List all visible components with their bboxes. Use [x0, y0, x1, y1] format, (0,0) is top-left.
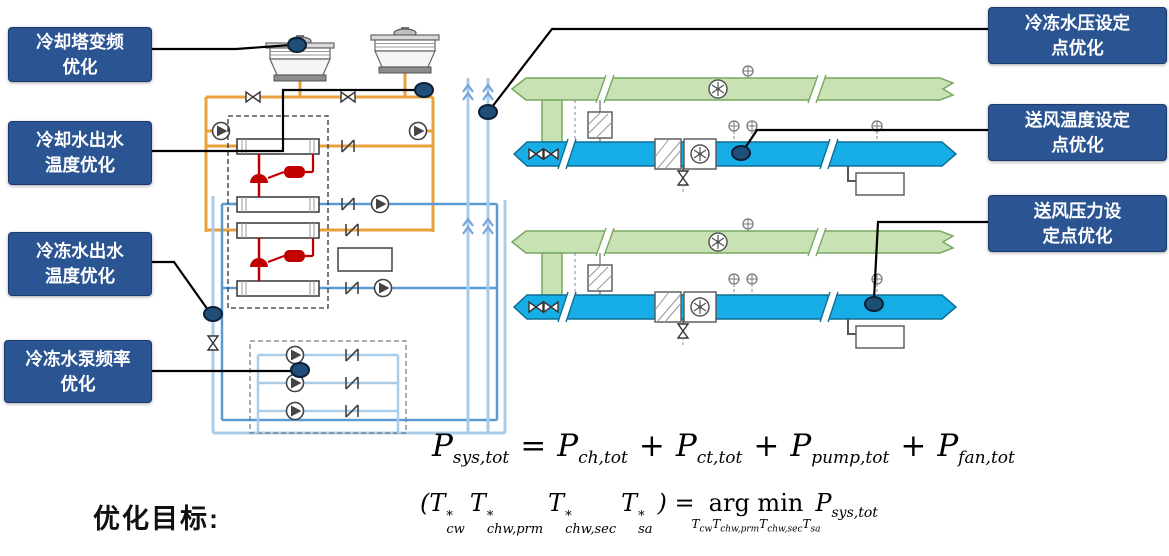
math-term: T*sa [621, 489, 653, 537]
argmin-subscript: TcwTchw,prmTchw,secTsa [691, 517, 821, 535]
ahu-system-2 [512, 219, 956, 348]
callout-cooling-tower-vfd: 冷却塔变频 优化 [8, 27, 152, 82]
callout-supply-air-temp-setpoint: 送风温度设定 点优化 [988, 104, 1167, 161]
math-term: T*chw,sec [548, 489, 617, 537]
callout-label: 优化 [62, 56, 98, 77]
objective-label: 优化目标: [93, 504, 220, 534]
callout-chilled-water-pressure-setpoint: 冷冻水压设定 点优化 [988, 7, 1167, 64]
math-term: +Pct,tot [638, 428, 743, 469]
math-term: Psys,tot [815, 489, 878, 521]
callout-condenser-water-outlet-temp: 冷却水出水 温度优化 [8, 121, 152, 185]
callout-supply-air-pressure-setpoint: 送风压力设 定点优化 [988, 195, 1167, 252]
callout-label: 定点优化 [1042, 225, 1113, 246]
math-term: +Pfan,tot [900, 428, 1015, 469]
callout-label: 优化 [60, 373, 96, 394]
callout-marker [864, 296, 884, 312]
math-term: ) = [657, 489, 695, 517]
formula-power-balance: Psys,tot=Pch,tot+Pct,tot+Ppump,tot+Pfan,… [432, 428, 1015, 468]
callout-marker [414, 82, 434, 98]
chiller-2 [236, 222, 320, 297]
callout-label: 冷冻水泵频率 [25, 348, 131, 369]
primary-pumps-and-valves [341, 139, 393, 298]
callout-marker [478, 104, 498, 120]
callout-marker [290, 362, 310, 378]
math-term: T*cw [429, 489, 465, 537]
callout-chilled-water-pump-frequency: 冷冻水泵频率 优化 [4, 340, 152, 403]
callout-label: 温度优化 [45, 266, 115, 286]
callout-label: 冷冻水出水 [36, 241, 124, 262]
math-term: Psys,tot [432, 428, 510, 469]
heat-exchanger [337, 247, 393, 272]
callout-label: 送风压力设 [1033, 200, 1122, 221]
callout-label: 送风温度设定 [1025, 109, 1130, 130]
callout-label: 冷却水出水 [36, 130, 124, 151]
callout-label: 冷冻水压设定 [1025, 12, 1130, 33]
callout-markers [203, 37, 884, 378]
callout-marker [731, 145, 751, 161]
math-term: +Ppump,tot [753, 428, 890, 469]
math-term: T*chw,prm [469, 489, 544, 537]
callout-marker [203, 306, 223, 322]
callout-marker [287, 37, 307, 53]
callout-label: 点优化 [1051, 134, 1104, 155]
callout-label: 冷却塔变频 [36, 31, 124, 52]
cooling-tower-2 [370, 26, 440, 74]
chiller-enclosure [227, 115, 329, 309]
callout-connectors [150, 27, 988, 373]
callout-label: 点优化 [1051, 37, 1104, 58]
callout-chilled-water-outlet-temp: 冷冻水出水 温度优化 [8, 232, 152, 296]
math-term: ( [420, 489, 430, 517]
chilled-water-risers [461, 78, 495, 433]
math-term: =Pch,tot [520, 428, 628, 469]
callout-label: 温度优化 [45, 155, 115, 175]
secondary-pump-group [249, 340, 407, 434]
